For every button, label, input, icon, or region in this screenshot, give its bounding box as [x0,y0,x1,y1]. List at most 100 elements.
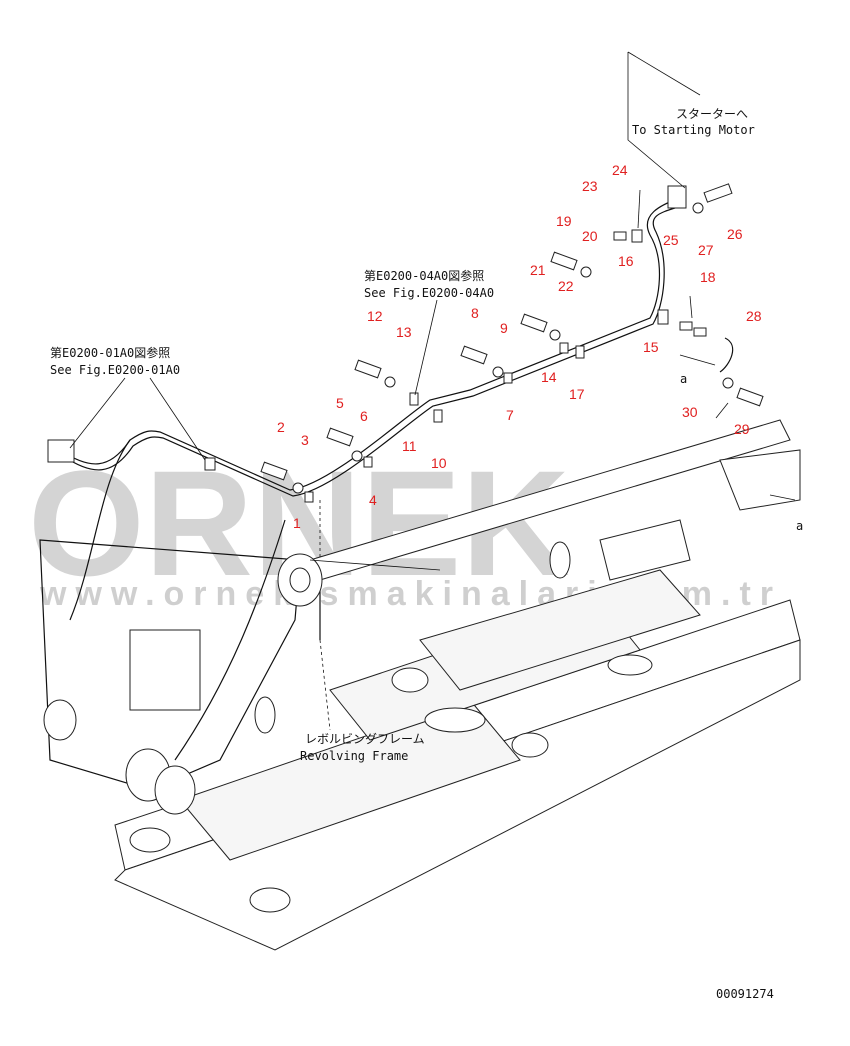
cable-main [59,197,681,491]
bracket-hole [254,696,276,734]
washer-9 [492,366,504,378]
washer-6 [351,450,363,462]
bolt-21 [520,313,548,333]
cable-terminal-starter [667,185,687,209]
callout-numbers: 1 2 3 4 5 6 7 8 9 10 11 12 13 14 15 16 1… [277,162,762,531]
callout-22: 22 [558,278,574,294]
annotation-labels: スターターへ To Starting Motor 第E0200-04A0図参照 … [50,107,803,1001]
washer-20 [580,266,592,278]
callout-18: 18 [700,269,716,285]
bolt-26 [703,183,733,203]
callout-21: 21 [530,262,546,278]
leader-starter-top [627,51,701,96]
terminal-18a [679,321,693,331]
cable-connector-left [47,439,75,463]
callout-1: 1 [293,515,301,531]
bolt-8 [460,345,488,365]
ground-wire [719,337,734,373]
frame-deck-3 [419,569,701,691]
leader-starter [627,52,686,189]
callout-6: 6 [360,408,368,424]
callout-12: 12 [367,308,383,324]
clamp-25 [631,229,643,243]
starter-label-jp: スターターへ [676,107,748,121]
deck-slot [549,541,571,579]
boom-pin-boss-right [154,765,196,815]
leader-ref-04a [414,299,438,396]
clamp-4 [363,456,373,468]
bolt-19 [550,251,578,271]
drawing-number: 00091274 [716,987,774,1001]
leader-18 [689,295,693,319]
ref-04a-label-jp: 第E0200-04A0図参照 [364,268,484,283]
callout-16: 16 [618,253,634,269]
leader-lines [69,51,796,501]
callout-11: 11 [402,438,417,454]
callout-2: 2 [277,419,285,435]
right-bracket [719,449,801,511]
bolt-5 [326,427,354,447]
leader-30 [715,402,729,419]
clamp-1 [304,491,314,503]
callout-27: 27 [698,242,714,258]
view-a-label-1: a [680,372,687,386]
clamp-strap [309,559,441,571]
callout-4: 4 [369,492,377,508]
deck-oval-1 [424,707,486,733]
callout-23: 23 [582,178,598,194]
callout-24: 24 [612,162,628,178]
clamp-7 [503,372,513,384]
center-line-2 [319,639,331,731]
leader-ref-01a-1 [69,377,126,449]
boom-pin-hole-upper [289,567,311,593]
bolt-29 [736,387,764,407]
starter-label-en: To Starting Motor [632,123,755,137]
ref-04a-label-en: See Fig.E0200-04A0 [364,286,494,300]
cap-23 [613,231,627,241]
callout-19: 19 [556,213,572,229]
callout-29: 29 [734,421,750,437]
deck-cover-3 [391,667,429,693]
bolt-2 [260,461,288,481]
washer-27 [692,202,704,214]
ref-01a-label-en: See Fig.E0200-01A0 [50,363,180,377]
boom-pin-boss-lower [43,699,77,741]
bracket-plate [129,629,201,711]
callout-5: 5 [336,395,344,411]
mid-bracket [599,519,691,581]
leader-24 [637,189,641,229]
washer-22 [549,329,561,341]
boom-hose [174,519,286,761]
callout-15: 15 [643,339,659,355]
clamp-15 [657,309,669,325]
left-hose [69,439,131,621]
callout-25: 25 [663,232,679,248]
callout-3: 3 [301,432,309,448]
callout-14: 14 [541,369,557,385]
callout-17: 17 [569,386,585,402]
washer-3 [292,482,304,494]
callout-26: 26 [727,226,743,242]
callout-7: 7 [506,407,514,423]
bolt-12 [354,359,382,379]
leader-a-arrow-2 [769,494,796,501]
view-a-label-2: a [796,519,803,533]
leader-a-arrow [679,354,716,366]
frame-beam-side [114,639,801,951]
clamp-14 [559,342,569,354]
washer-30 [722,377,734,389]
deck-cover-1 [129,827,171,853]
deck-cover-4 [511,732,549,758]
callout-20: 20 [582,228,598,244]
frame-label-jp: レボルビングフレーム [305,732,425,746]
washer-13 [384,376,396,388]
callout-10: 10 [431,455,447,471]
callout-28: 28 [746,308,762,324]
cable-main-outline [62,204,685,497]
callout-9: 9 [500,320,508,336]
callout-13: 13 [396,324,412,340]
deck-oval-2 [607,654,653,676]
revolving-frame-drawing [39,419,801,951]
